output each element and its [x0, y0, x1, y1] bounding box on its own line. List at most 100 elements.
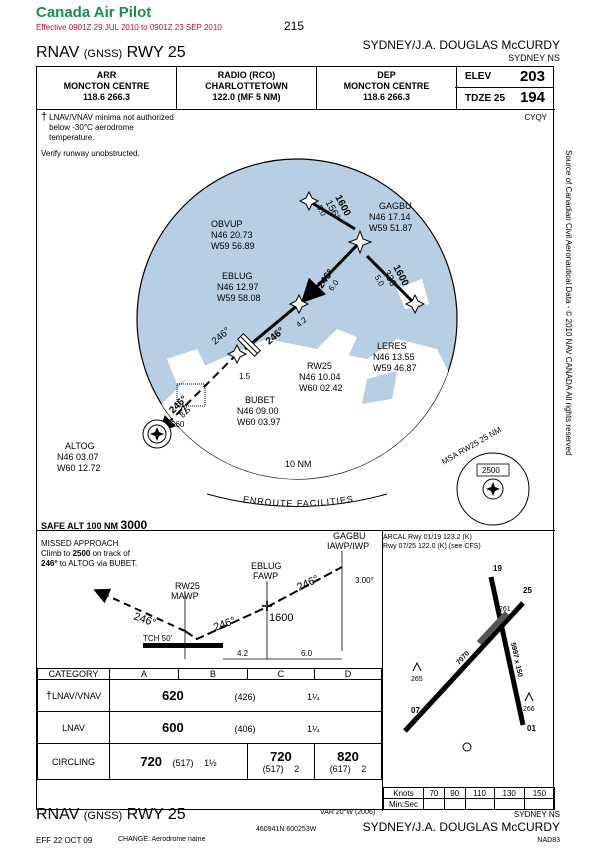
- row-label: †LNAV/VNAV: [37, 679, 110, 712]
- label-obs-266: 266: [523, 706, 535, 713]
- ma-line2a: Climb to: [41, 549, 73, 558]
- fix-bubet-icon: [226, 343, 248, 365]
- label-rwy-25: 25: [523, 586, 532, 595]
- col-category: CATEGORY: [37, 668, 110, 680]
- prof-dist-2: 6.0: [301, 649, 313, 658]
- procedure-runway: RWY 25: [126, 44, 186, 61]
- runway-0119: [488, 576, 526, 726]
- elev-row: ELEV 203: [455, 67, 553, 88]
- safe-altitude: SAFE ALT 100 NM 3000: [41, 518, 147, 532]
- col-c: C: [246, 668, 315, 680]
- gagbu-lon: W59 51.87: [369, 223, 413, 233]
- enroute-label-path: ENROUTE FACILITIES: [242, 494, 353, 509]
- comm-freq: 118.6 266.3: [82, 92, 131, 102]
- speed-table: Knots 70 90 110 130 150 Min:Sec: [383, 787, 556, 810]
- procedure-title: RNAV (GNSS) RWY 25: [36, 44, 186, 62]
- rw25-lon: W60 02.42: [299, 383, 343, 393]
- temp-note-text: LNAV/VNAV minima not authorized below -3…: [49, 113, 174, 142]
- footer-airport-name: SYDNEY/J.A. DOUGLAS McCURDY: [362, 820, 560, 834]
- eblug-lon: W59 58.08: [217, 293, 261, 303]
- fawp-cross-icon: ✛: [261, 598, 273, 614]
- footer-procedure-runway: RWY 25: [126, 806, 186, 823]
- ma-line3: 246° to ALTOG via BUBET.: [41, 559, 191, 569]
- beacon-icon: [462, 742, 472, 752]
- circling-ab: 720 (517) 1½: [109, 743, 248, 780]
- minima-row-lnav: LNAV 600 (406) 1¼: [37, 711, 382, 744]
- row-values: 620 (426) 1¼: [109, 679, 382, 712]
- comm-role: RADIO (RCO): [217, 70, 276, 80]
- time-cell: [443, 798, 466, 810]
- land-masses: [137, 279, 457, 479]
- leg-eblug-rw25: [244, 302, 300, 351]
- ma-line1: MISSED APPROACH: [41, 539, 119, 548]
- fix-obvup-icon: [298, 190, 320, 212]
- prof-gp: 3.00°: [355, 576, 374, 585]
- notes-block: † LNAV/VNAV minima not authorized below …: [41, 112, 181, 159]
- obstacle-266-icon: [524, 691, 534, 702]
- arcal-line1: ARCAL Rwy 01/19 123.2 (K): [383, 534, 472, 541]
- prof-tch: TCH 50': [143, 634, 173, 643]
- speed-70: 70: [423, 787, 445, 799]
- ab-vis: 1½: [204, 758, 217, 768]
- circling-d: 820 (617) 2: [313, 743, 383, 780]
- rw25-name: RW25: [307, 361, 332, 371]
- c-hat: (517): [262, 764, 284, 774]
- c-mda: 720: [270, 749, 292, 764]
- profile-labels: GAGBU IAWP/IWP EBLUG FAWP RW25 MAWP 3.00…: [132, 531, 374, 658]
- dagger-icon: †: [45, 689, 52, 702]
- runway-symbol-icon: [236, 332, 262, 358]
- fix-leres-icon: [404, 293, 426, 315]
- safe-alt-label: SAFE ALT 100 NM: [41, 521, 119, 531]
- safe-alt-value: 3000: [120, 518, 148, 532]
- arcal-line2: Rwy 07/25 122.0 (K) (see CFS): [383, 543, 481, 550]
- minima-row-circling: CIRCLING 720 (517) 1½ 720 (517) 2 820 (6…: [37, 743, 383, 780]
- row-label-text: LNAV/VNAV: [51, 690, 102, 701]
- msa-circle: 2500: [456, 452, 530, 526]
- ab-hat: (517): [172, 758, 194, 768]
- ma-line2c: on track of: [90, 549, 130, 558]
- prof-iawp: IAWP/IWP: [327, 541, 369, 551]
- label-rwy-07: 07: [411, 706, 420, 715]
- runway-0725: [403, 601, 525, 733]
- footer-change: CHANGE: Aerodrome name: [118, 836, 206, 843]
- elev-label: ELEV: [465, 71, 492, 82]
- comm-role: ARR: [96, 70, 117, 80]
- footer-effective: EFF 22 OCT 09: [36, 836, 93, 845]
- msa-altitude: 2500: [482, 466, 500, 475]
- verify-note: Verify runway unobstructed.: [41, 149, 140, 158]
- time-cell: [493, 798, 525, 810]
- apron: [476, 610, 510, 646]
- gagbu-name: GAGBU: [379, 201, 412, 211]
- magnetic-variation: VAR 20°W (2006): [320, 809, 376, 816]
- ma-line3b: to ALTOG via BUBET.: [57, 559, 138, 568]
- comm-divider: [37, 109, 555, 110]
- tdze-value: 194: [519, 89, 545, 106]
- temp-note: † LNAV/VNAV minima not authorized below …: [41, 112, 181, 143]
- obvup-lon: W59 56.89: [211, 241, 255, 251]
- rw25-lat: N46 10.04: [299, 372, 341, 382]
- obvup-name: OBVUP: [211, 219, 243, 229]
- speed-110: 110: [464, 787, 495, 799]
- runway-bar: [143, 643, 223, 648]
- aerodrome-coordinates: 460941N 600253W: [256, 826, 317, 833]
- obvup-lat: N46 20.73: [211, 230, 253, 240]
- time-cell: [523, 798, 556, 810]
- chart-frame: ARR MONCTON CENTRE 118.6 266.3 RADIO (RC…: [36, 66, 556, 811]
- eblug-lat: N46 12.97: [217, 282, 259, 292]
- prof-gagbu: GAGBU: [333, 531, 366, 541]
- airport-identifier: CYQY: [524, 113, 547, 122]
- speed-knots-row: Knots 70 90 110 130 150: [383, 787, 556, 799]
- speed-90: 90: [443, 787, 466, 799]
- prof-fawp: FAWP: [253, 571, 278, 581]
- d-vis: 2: [361, 764, 367, 774]
- footer-datum: NAD83: [537, 837, 560, 844]
- missed-approach-text: MISSED APPROACH Climb to 2500 on track o…: [41, 539, 191, 569]
- mda: 600: [162, 720, 184, 735]
- island-west: [167, 349, 207, 384]
- enroute-arc: [206, 493, 388, 507]
- prof-mawp: MAWP: [171, 591, 199, 601]
- ring-label: 10 NM: [285, 459, 312, 469]
- d-mda: 820: [337, 749, 359, 764]
- msa-fix-icon: [482, 478, 504, 500]
- profile-descent-line: [184, 566, 343, 641]
